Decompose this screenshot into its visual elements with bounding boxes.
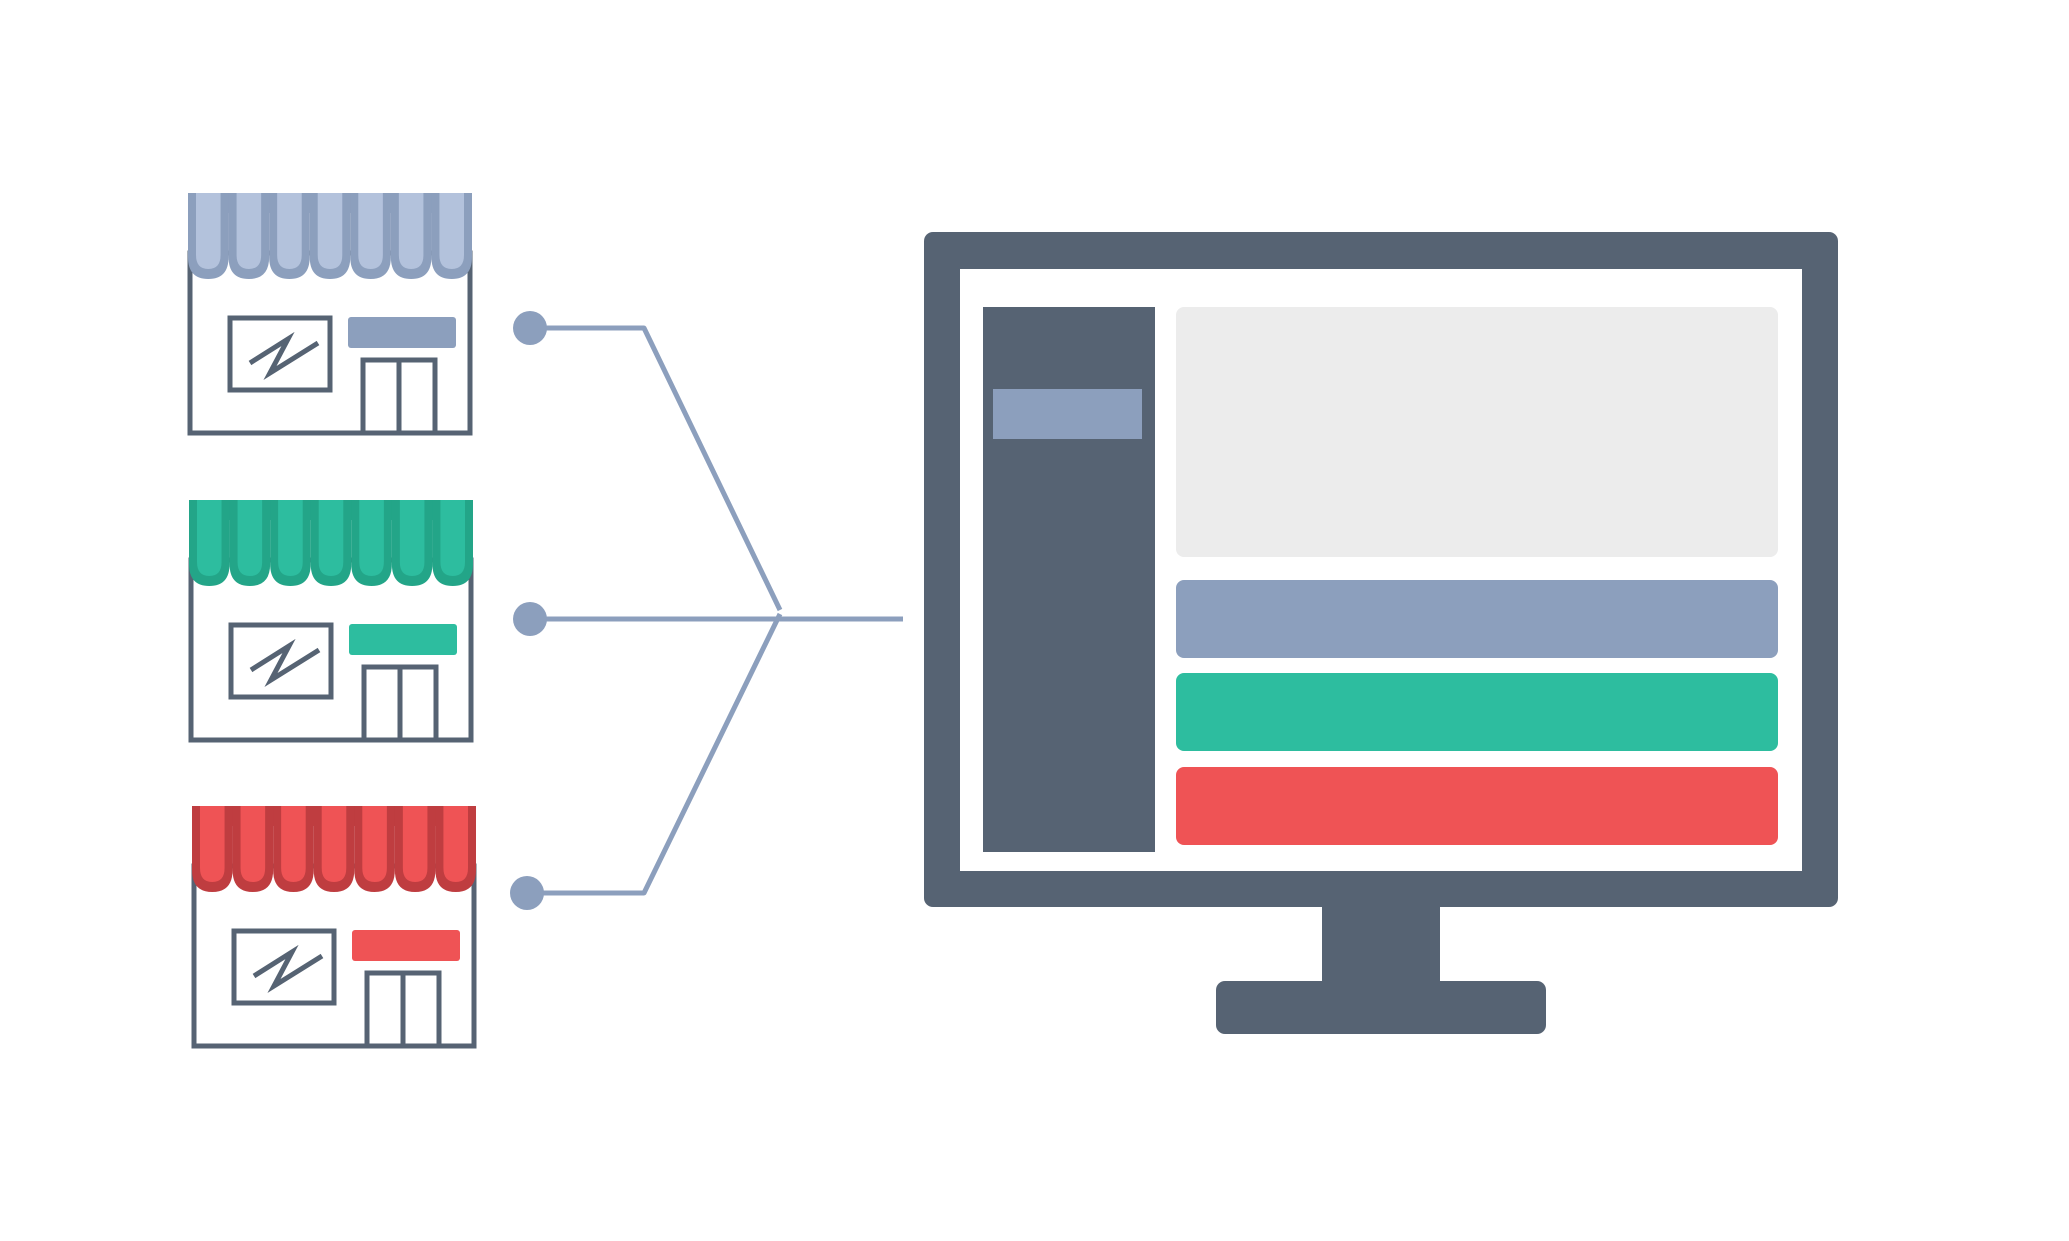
awning-stripe: [321, 806, 347, 882]
screen-banner: [1176, 307, 1778, 557]
awning-stripe: [399, 500, 425, 576]
connector-node-1: [513, 311, 547, 345]
window-glare-icon: [252, 944, 324, 994]
awning-stripe: [236, 193, 262, 269]
awning-stripe: [277, 193, 302, 269]
screen-row-green: [1176, 673, 1778, 751]
awning-stripe: [196, 193, 221, 269]
store-sign: [349, 624, 457, 655]
awning-stripe: [402, 806, 428, 882]
monitor-base: [1216, 981, 1546, 1034]
awning-stripe: [443, 806, 468, 882]
connector-top: [530, 325, 783, 612]
store-sign: [352, 930, 460, 961]
screen-row-red: [1176, 767, 1778, 845]
awning-stripe: [362, 806, 387, 882]
connector-node-2: [513, 602, 547, 636]
store-blue: [187, 193, 473, 436]
awning-stripe: [318, 500, 344, 576]
window-glare-icon: [248, 331, 320, 381]
monitor-neck: [1322, 900, 1440, 985]
awning-stripe: [200, 806, 225, 882]
awning-stripe: [440, 500, 465, 576]
store-sign: [348, 317, 456, 348]
awning-stripe: [439, 193, 464, 269]
sidebar-active-item: [993, 389, 1142, 439]
connector-lines: [510, 311, 903, 910]
awning-stripe: [197, 500, 222, 576]
awning-stripe: [398, 193, 424, 269]
connector-bottom: [527, 612, 783, 896]
screen-sidebar: [983, 307, 1155, 852]
monitor: [924, 232, 1838, 1034]
awning-stripe: [359, 500, 384, 576]
store-red: [191, 806, 477, 1049]
window-glare-icon: [249, 638, 321, 688]
awning-stripe: [317, 193, 343, 269]
awning-stripe: [237, 500, 263, 576]
awning-stripe: [240, 806, 266, 882]
awning-stripe: [358, 193, 383, 269]
awning-stripe: [281, 806, 306, 882]
store-group: [187, 193, 477, 1049]
connector-node-3: [510, 876, 544, 910]
awning-stripe: [278, 500, 303, 576]
store-green: [188, 500, 474, 743]
screen-row-blue: [1176, 580, 1778, 658]
